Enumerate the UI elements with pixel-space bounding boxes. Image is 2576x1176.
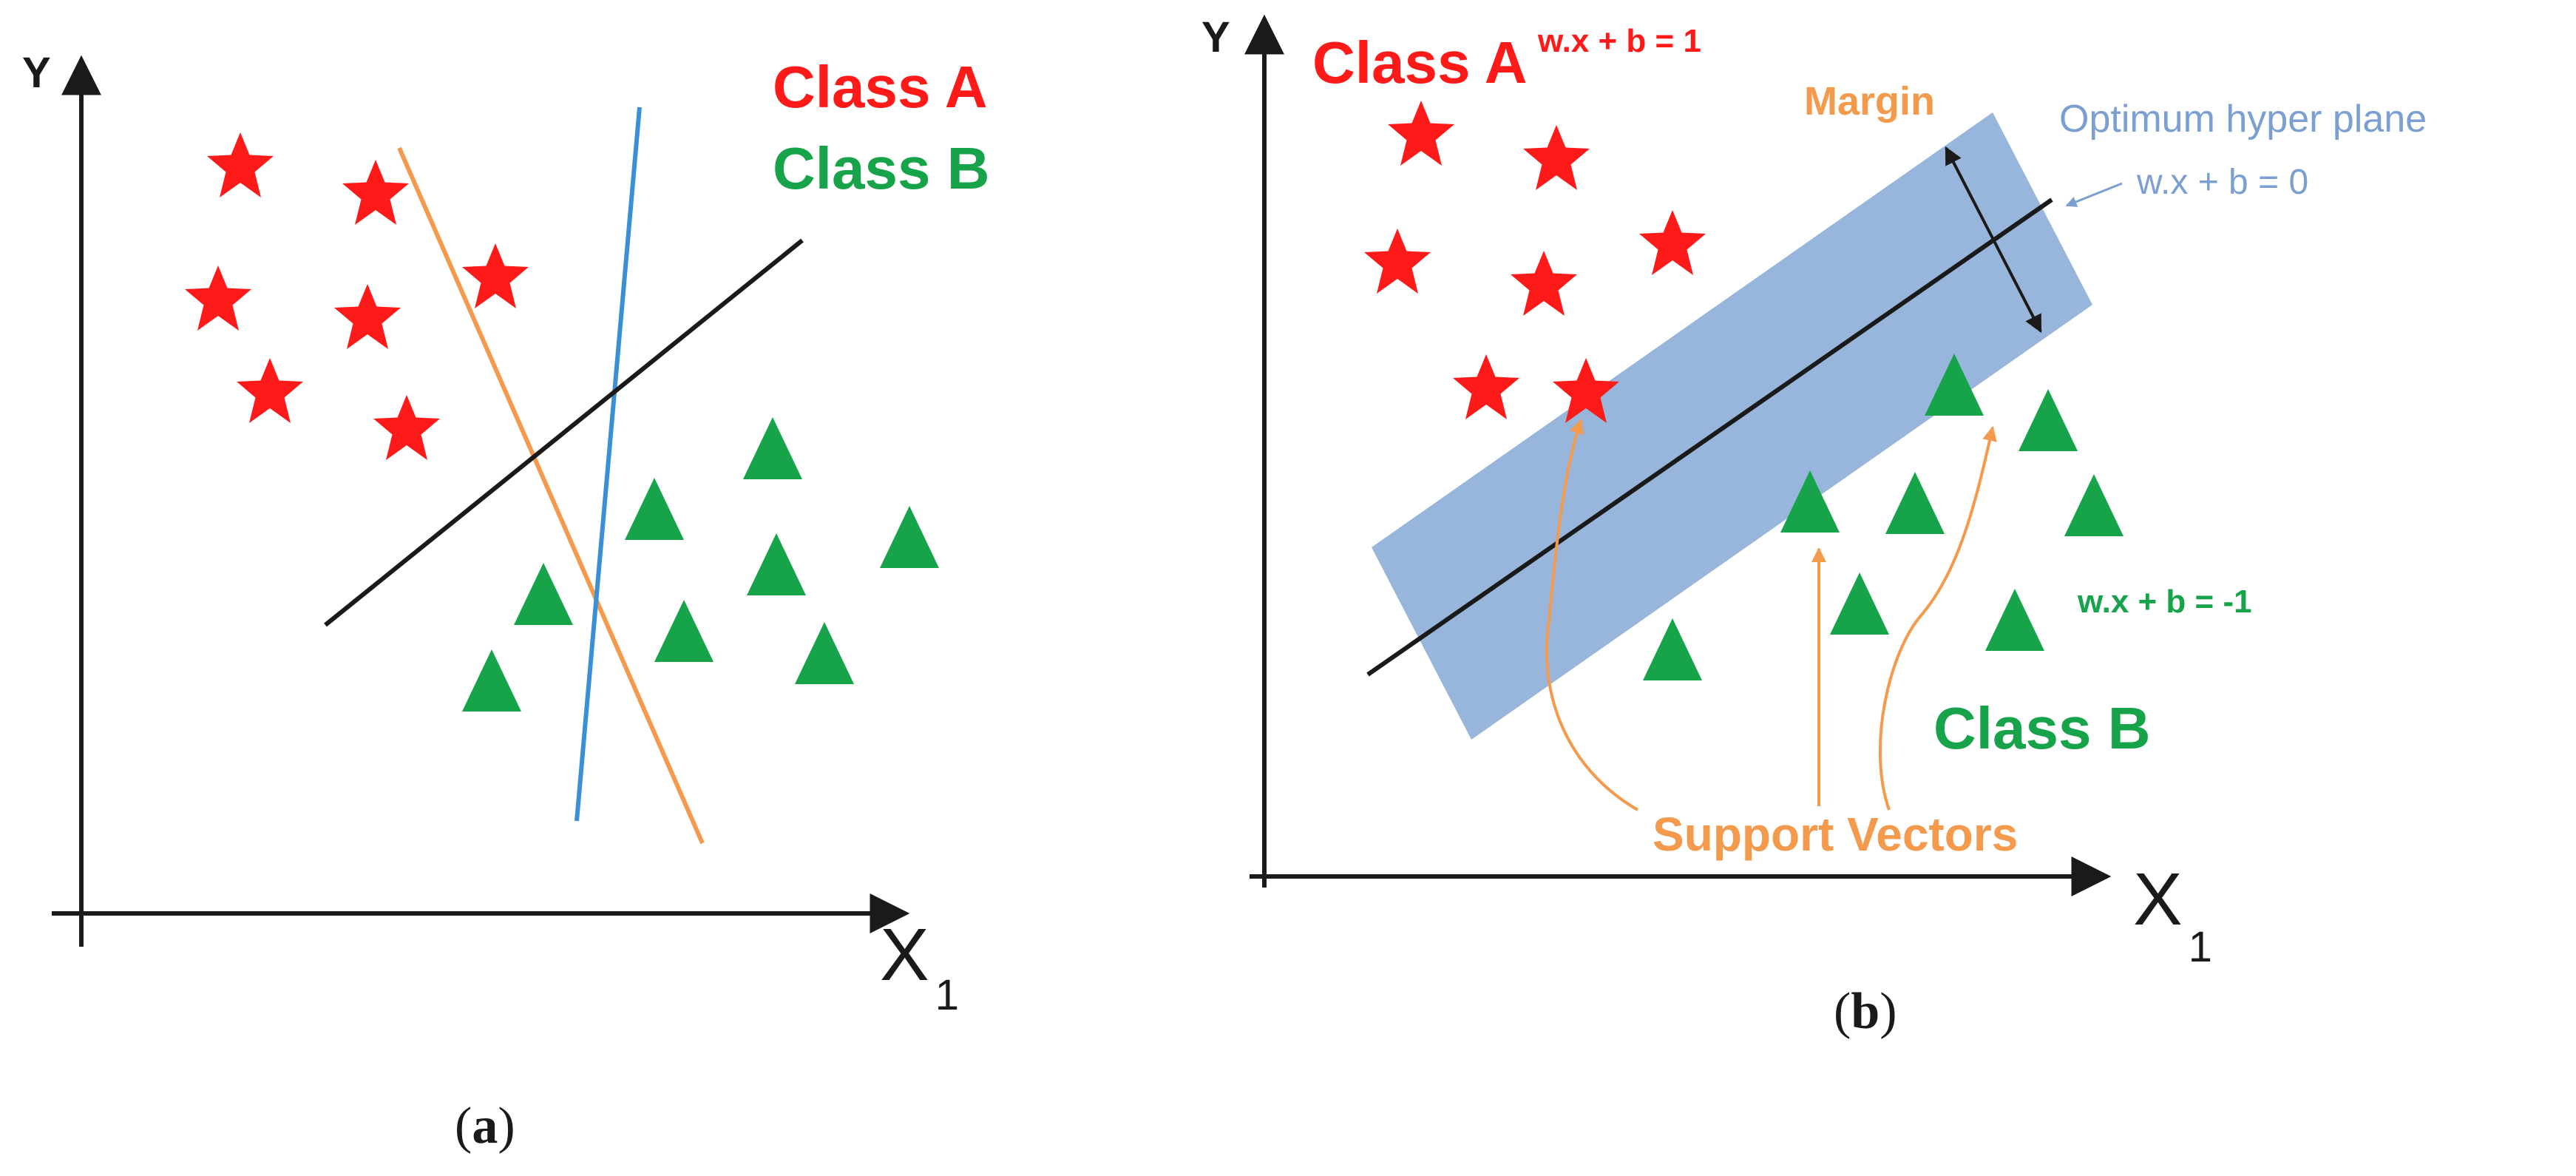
class-b-triangle [625,478,684,540]
class-b-triangle [1885,472,1945,534]
panel-b-support-vectors-label: Support Vectors [1653,808,2018,861]
support-vector-pointer-left [1545,419,1639,811]
panel-b-margin-band [1372,112,2092,740]
panel-b-x-axis-label: X1 [2133,858,2212,971]
panel-b-eq-class-a: w.x + b = 1 [1537,23,1701,59]
class-b-triangle [1643,618,1702,680]
panel-b-optimum-hyperplane [1366,197,2053,677]
panel-a-caption: (a) [455,1098,515,1155]
panel-b-class-a-label: Class A [1312,30,1528,95]
panel-b: Y X1 Class A w.x + b = 1 Margin Optimum … [1201,13,2427,1040]
class-a-star [185,266,251,331]
class-b-triangle [514,563,573,625]
class-b-triangle [2019,389,2078,451]
panel-b-hyperplane-eq: w.x + b = 0 [2136,163,2308,202]
panel-b-eq-class-b: w.x + b = -1 [2077,584,2252,620]
class-b-triangle [654,600,714,662]
class-b-triangle [462,649,521,712]
panel-b-margin-arrow [1945,146,2042,334]
panel-a-black-separator [324,238,804,627]
panel-b-hyperplane-pointer [2065,182,2123,207]
panel-b-class-b-label: Class B [1933,695,2150,761]
class-a-star [462,243,529,308]
class-a-star [334,284,401,349]
class-a-star [1388,101,1454,166]
class-b-triangle [747,533,806,595]
panel-a-x-subscript: 1 [935,971,959,1019]
class-b-triangle [2064,474,2123,536]
panel-a-blue-separator [574,107,642,822]
class-a-star [1364,229,1431,294]
class-b-triangle [1985,589,2044,651]
class-a-star [1639,210,1706,275]
support-vector-pointer-right [1878,426,1997,811]
class-b-triangle [743,417,802,479]
class-a-star [373,395,440,460]
panel-b-margin-label: Margin [1804,79,1935,124]
panel-a-class-a-label: Class A [773,54,988,120]
panel-a-class-a-points [185,132,529,460]
class-a-star [1453,354,1519,419]
panel-b-y-axis-label: Y [1201,13,1230,61]
panel-b-x-subscript: 1 [2189,923,2212,971]
panel-a-orange-separator [397,146,705,845]
class-a-star [237,358,303,423]
class-b-triangle [1830,572,1889,635]
class-a-star [1511,251,1577,316]
panel-b-hyperplane-label: Optimum hyper plane [2059,98,2427,141]
class-a-star [342,160,409,225]
class-b-triangle [880,506,939,568]
panel-b-caption: (b) [1834,983,1897,1040]
panel-a-y-axis-label: Y [22,49,51,97]
class-b-triangle [795,622,854,684]
class-a-star [207,132,274,197]
panel-a-class-b-label: Class B [773,135,989,201]
class-a-star [1523,125,1590,190]
